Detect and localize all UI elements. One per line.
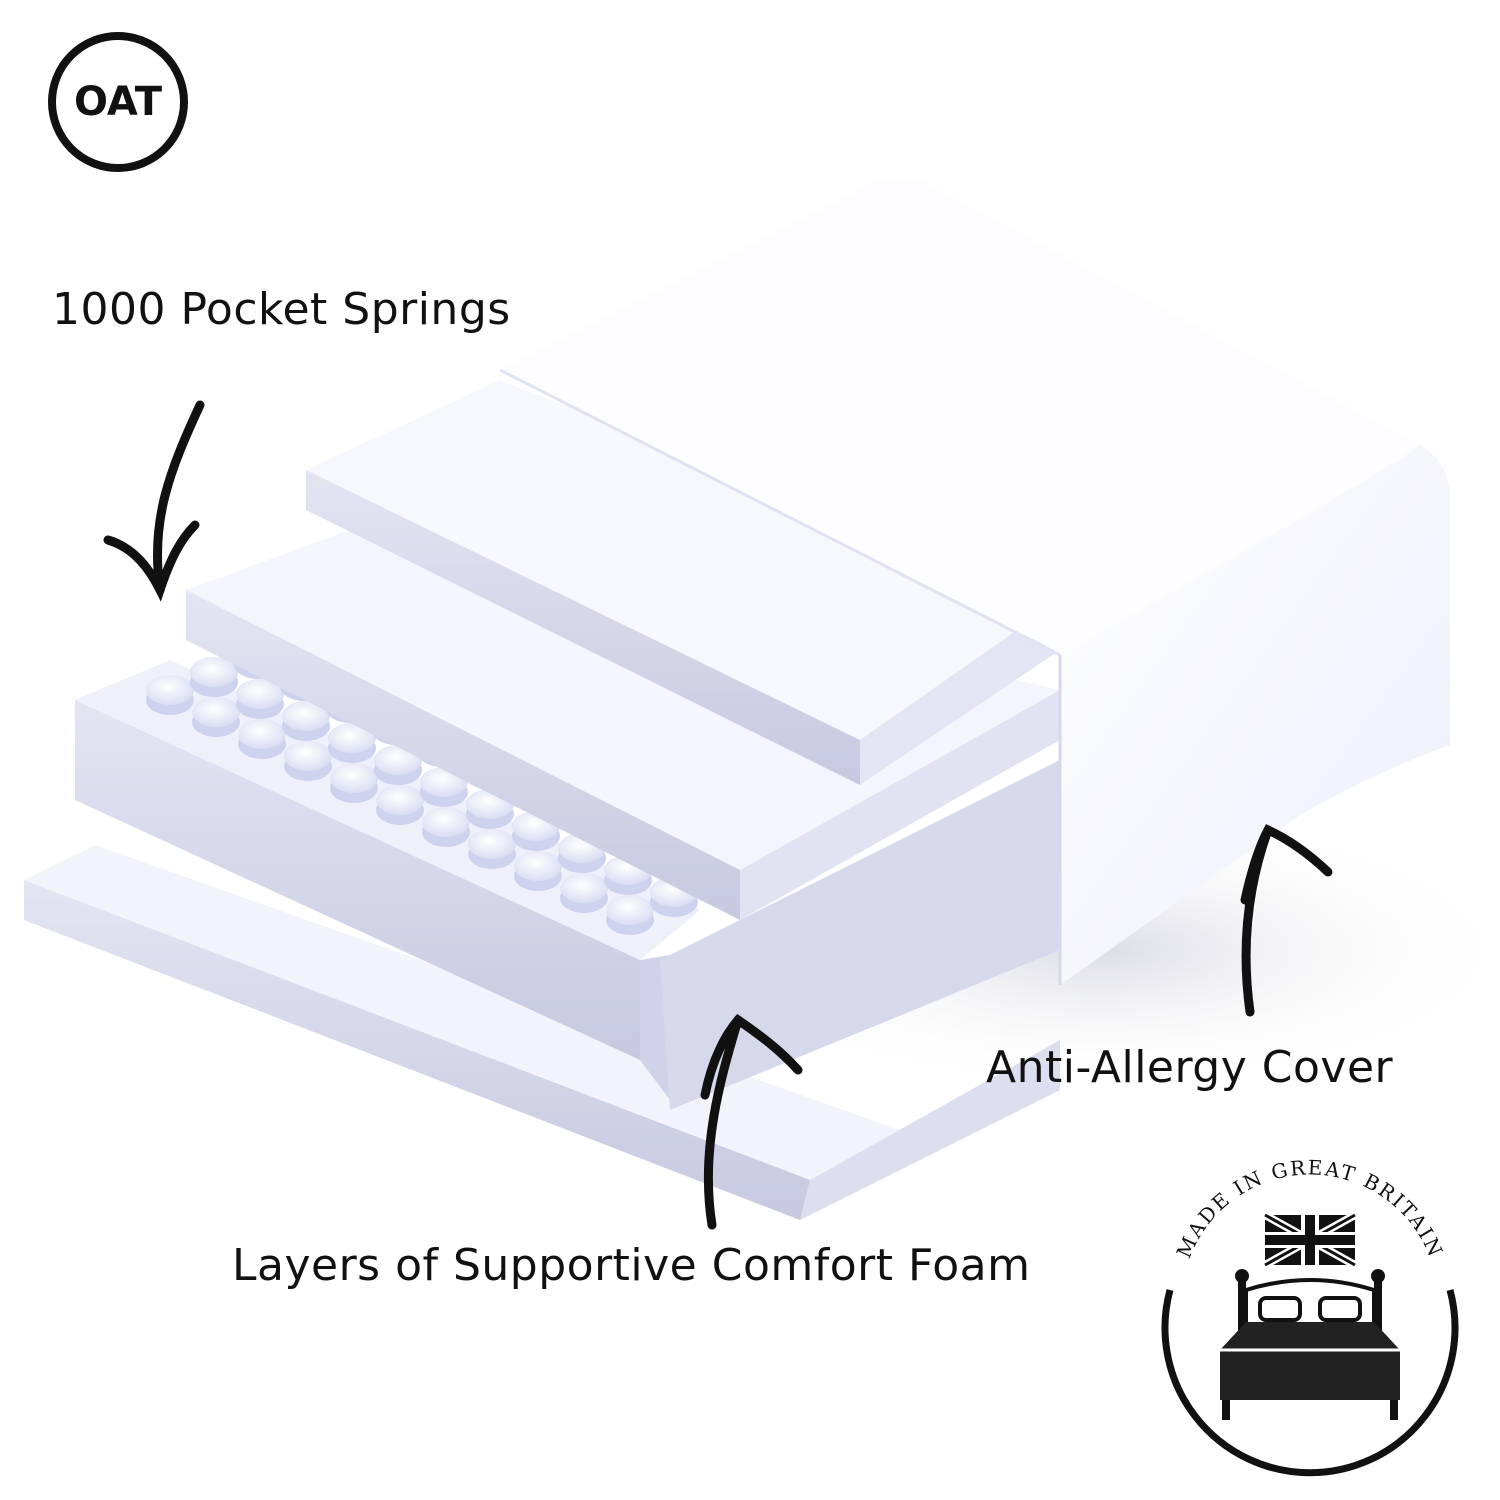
pocket-spring xyxy=(560,873,608,903)
pocket-spring xyxy=(282,701,330,731)
callout-pocket-springs: 1000 Pocket Springs xyxy=(52,284,511,335)
pocket-spring xyxy=(236,679,284,709)
pocket-spring xyxy=(422,807,470,837)
middle-foam-layer xyxy=(186,530,1060,920)
anti-allergy-cover xyxy=(499,177,1450,986)
pocket-spring xyxy=(238,719,286,749)
pocket-spring xyxy=(514,851,562,881)
brand-logo-text: OAT xyxy=(73,79,163,125)
arrow-springs-icon xyxy=(103,400,205,602)
arrow-foam-icon xyxy=(700,1014,803,1230)
pocket-spring xyxy=(192,697,240,727)
bed-icon xyxy=(1220,1269,1400,1420)
pocket-spring xyxy=(284,741,332,771)
pocket-spring xyxy=(190,657,238,687)
callout-comfort-foam: Layers of Supportive Comfort Foam xyxy=(232,1240,1031,1291)
pocket-spring xyxy=(328,723,376,753)
callout-anti-allergy-cover: Anti-Allergy Cover xyxy=(986,1042,1394,1093)
arrow-cover-icon xyxy=(1240,824,1333,1017)
union-flag-icon xyxy=(1263,1211,1357,1269)
top-foam-layer xyxy=(306,380,1060,785)
pocket-spring xyxy=(468,829,516,859)
brand-logo: OAT xyxy=(48,32,188,172)
made-in-great-britain-badge: MADE IN GREAT BRITAIN xyxy=(1161,1155,1459,1477)
pocket-spring xyxy=(146,675,194,705)
pocket-spring xyxy=(330,763,378,793)
pocket-spring xyxy=(606,895,654,925)
pocket-spring xyxy=(376,785,424,815)
